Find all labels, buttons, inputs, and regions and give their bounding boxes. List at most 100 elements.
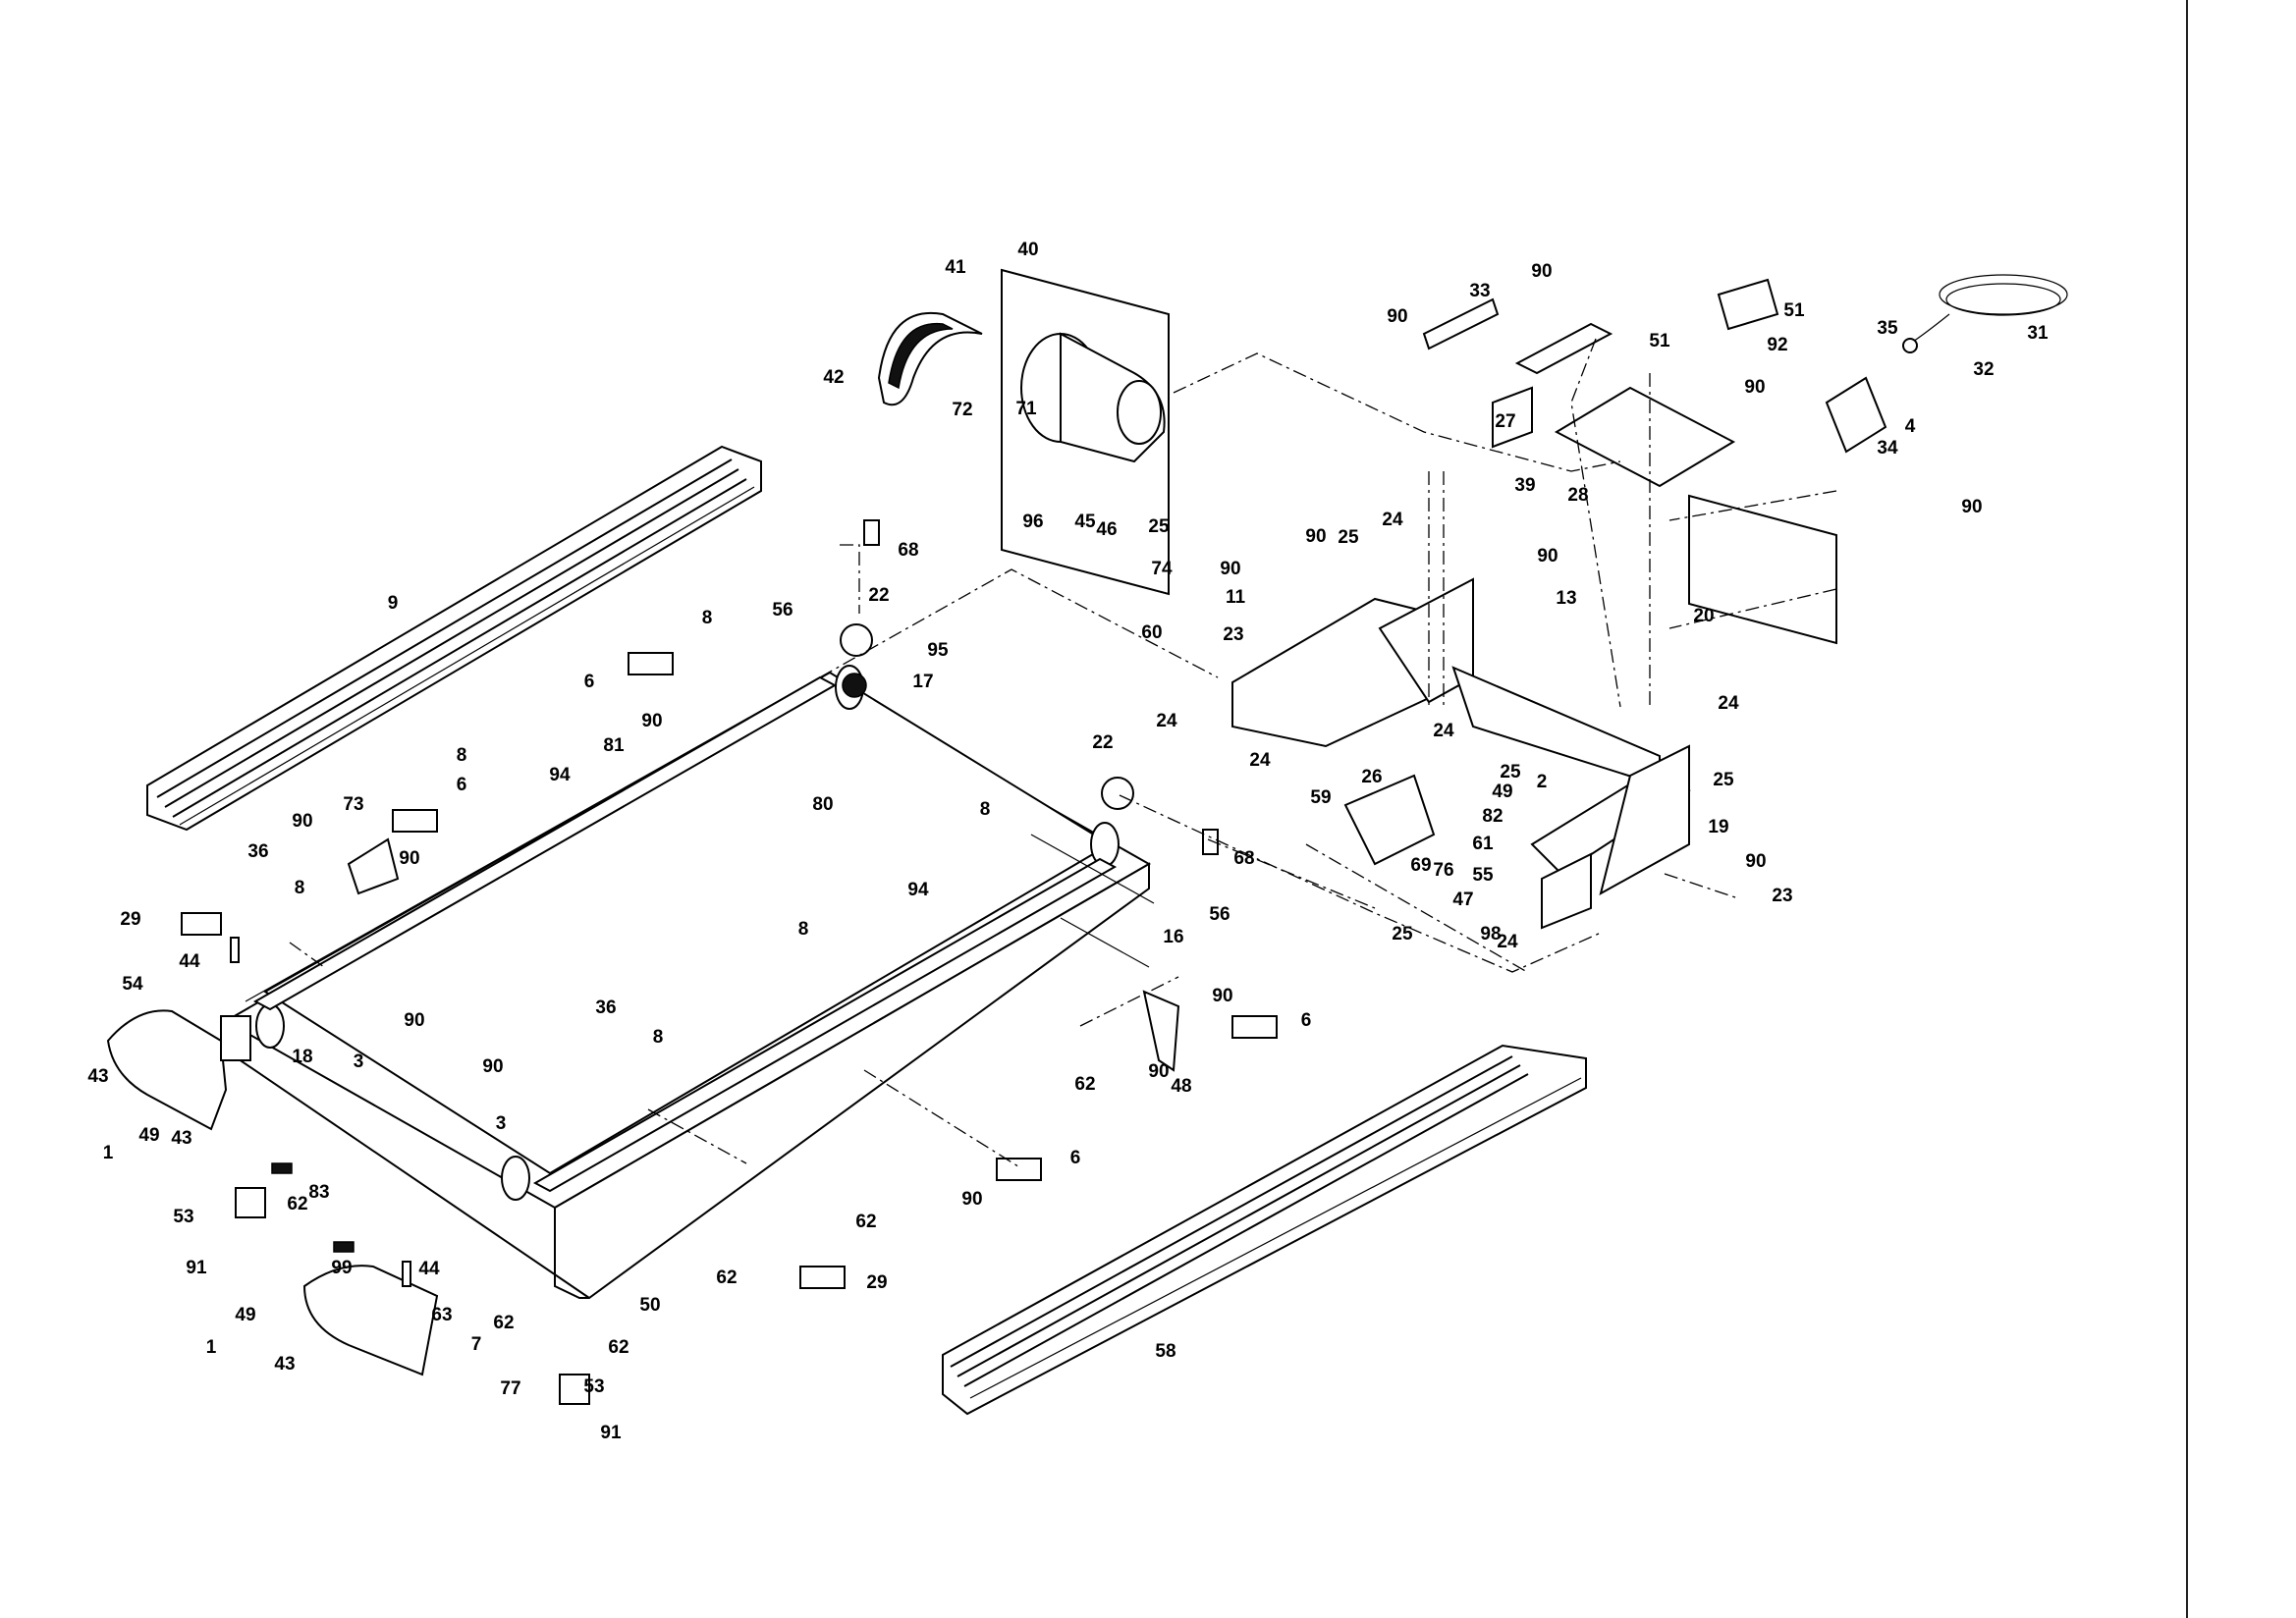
callout-35: 35 (1877, 318, 1898, 339)
treadmill-deck (223, 665, 1155, 1299)
callout-58: 58 (1155, 1341, 1175, 1362)
callout-40: 40 (1017, 240, 1038, 260)
callout-24: 24 (1718, 693, 1739, 714)
callout-16: 16 (1163, 927, 1183, 947)
callout-90: 90 (1148, 1061, 1169, 1082)
callout-1: 1 (103, 1143, 114, 1163)
callout-90: 90 (961, 1189, 982, 1210)
callout-9: 9 (388, 593, 399, 614)
callout-3: 3 (496, 1113, 507, 1134)
callout-29: 29 (866, 1272, 887, 1293)
callout-6: 6 (457, 775, 467, 795)
callout-51: 51 (1649, 331, 1670, 351)
rear-hood (302, 1265, 439, 1376)
callout-90: 90 (1537, 546, 1558, 566)
callout-50: 50 (639, 1295, 660, 1316)
callout-17: 17 (912, 672, 933, 692)
callout-80: 80 (812, 794, 833, 815)
callout-13: 13 (1556, 588, 1576, 609)
left-side-rail (146, 445, 762, 832)
power-cord (1902, 274, 2068, 353)
callout-2: 2 (1537, 772, 1548, 792)
callout-45: 45 (1074, 512, 1096, 532)
callout-82: 82 (1482, 806, 1503, 827)
callout-99: 99 (331, 1258, 352, 1278)
callout-48: 48 (1171, 1076, 1191, 1097)
callout-22: 22 (868, 585, 889, 606)
callout-90: 90 (1305, 526, 1326, 547)
assembly-leader-lines (289, 338, 1837, 1169)
callout-20: 20 (1693, 606, 1714, 626)
callout-24: 24 (1382, 510, 1403, 530)
callout-90: 90 (404, 1010, 424, 1031)
callout-74: 74 (1151, 559, 1173, 579)
callout-91: 91 (600, 1423, 622, 1443)
callout-90: 90 (1744, 377, 1765, 398)
callout-8: 8 (295, 878, 305, 898)
callout-8: 8 (457, 745, 467, 766)
callout-62: 62 (855, 1212, 876, 1232)
electronics-plate (1422, 278, 1887, 645)
callout-55: 55 (1472, 865, 1494, 886)
callout-73: 73 (343, 794, 363, 815)
callout-36: 36 (247, 841, 268, 862)
callout-96: 96 (1022, 512, 1043, 532)
front-left-hood (106, 1009, 251, 1131)
callout-83: 83 (308, 1182, 329, 1203)
callout-8: 8 (798, 919, 809, 940)
callout-23: 23 (1223, 624, 1243, 645)
callout-42: 42 (823, 367, 844, 388)
callout-31: 31 (2027, 323, 2049, 344)
callout-8: 8 (653, 1027, 664, 1048)
callout-91: 91 (186, 1258, 207, 1278)
callout-26: 26 (1361, 767, 1382, 787)
callout-72: 72 (952, 400, 972, 420)
callout-81: 81 (603, 735, 625, 756)
callout-6: 6 (1301, 1010, 1312, 1031)
callout-47: 47 (1452, 890, 1473, 910)
callout-60: 60 (1141, 622, 1162, 643)
callout-95: 95 (927, 640, 949, 661)
callout-56: 56 (772, 600, 793, 620)
callout-24: 24 (1249, 750, 1271, 771)
callout-92: 92 (1767, 335, 1787, 355)
callout-71: 71 (1015, 399, 1037, 419)
callout-24: 24 (1156, 711, 1177, 731)
callout-6: 6 (1070, 1148, 1081, 1168)
callout-94: 94 (549, 765, 571, 785)
margin-rule (2186, 0, 2188, 1618)
callout-63: 63 (431, 1305, 452, 1325)
callout-29: 29 (120, 909, 140, 930)
callout-39: 39 (1514, 475, 1535, 496)
callout-62: 62 (287, 1194, 307, 1214)
callout-8: 8 (702, 608, 713, 628)
callout-19: 19 (1708, 817, 1728, 837)
callout-8: 8 (980, 799, 991, 820)
callout-25: 25 (1392, 924, 1413, 944)
callout-25: 25 (1338, 527, 1359, 548)
callout-24: 24 (1497, 932, 1518, 952)
callout-90: 90 (641, 711, 662, 731)
callout-25: 25 (1713, 770, 1734, 790)
callout-94: 94 (907, 880, 929, 900)
callout-34: 34 (1877, 438, 1898, 458)
callout-28: 28 (1567, 485, 1588, 506)
callout-27: 27 (1495, 411, 1515, 432)
callout-36: 36 (595, 998, 616, 1018)
callout-90: 90 (399, 848, 419, 869)
callout-33: 33 (1469, 281, 1490, 301)
incline-frame (1231, 471, 1691, 930)
callout-90: 90 (1220, 559, 1240, 579)
callout-6: 6 (584, 672, 595, 692)
callout-11: 11 (1226, 587, 1246, 608)
callout-90: 90 (1387, 306, 1407, 327)
callout-3: 3 (354, 1052, 364, 1072)
callout-44: 44 (418, 1259, 440, 1279)
callout-41: 41 (945, 257, 966, 278)
callout-24: 24 (1433, 721, 1454, 741)
callout-51: 51 (1783, 300, 1805, 321)
motor-assembly (877, 268, 1170, 596)
callout-90: 90 (1212, 986, 1232, 1006)
